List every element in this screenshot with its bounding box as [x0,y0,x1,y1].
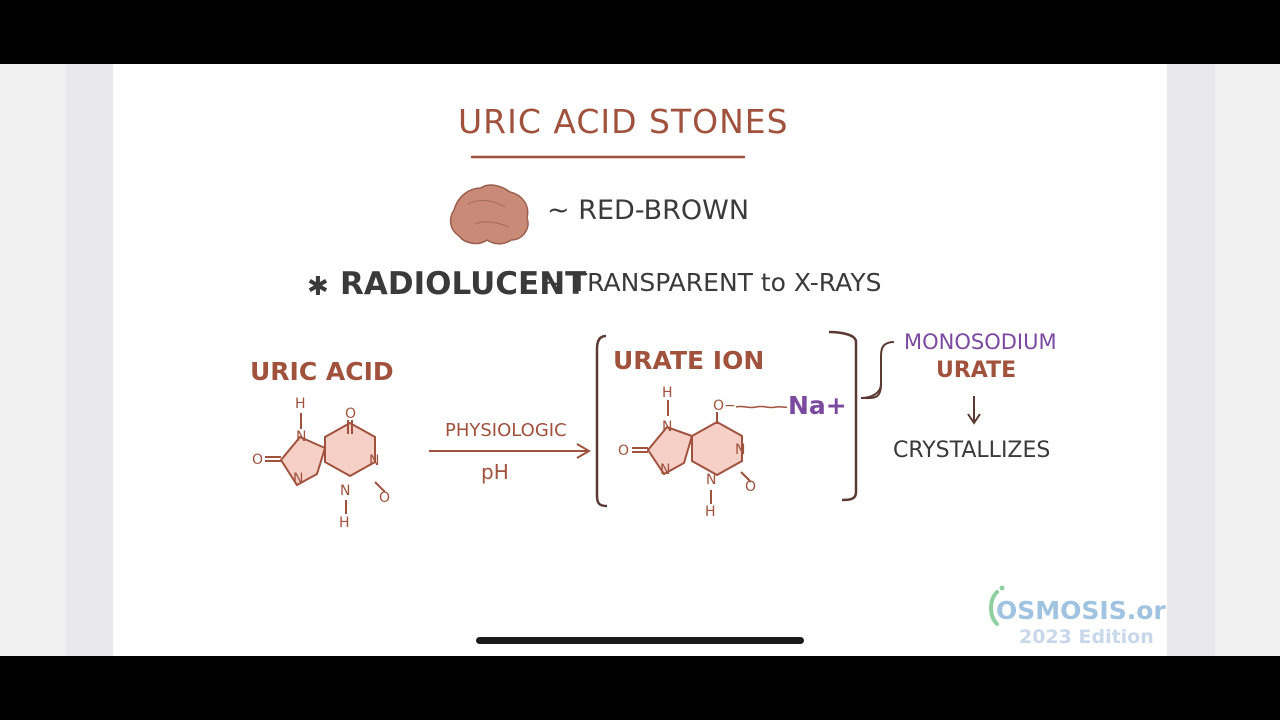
uric-acid-o-right: O [379,490,391,506]
uric-acid-o-top: O [345,406,357,422]
urate-n1: N [662,419,673,435]
stone-icon [449,184,529,245]
uric-acid-label: URIC ACID [250,357,394,386]
slide-title: URIC ACID STONES [458,102,789,141]
watermark-brand: OSMOSIS.org [996,596,1167,625]
urate-ion-label: URATE ION [613,346,765,375]
urate-o-left: O [618,443,630,459]
urate-o-right: O [745,479,757,495]
urate-label: URATE [936,358,1017,383]
slide: URIC ACID STONES ~ RED-BROWN ✱ RADIOLUCE… [113,64,1167,656]
uric-acid-n3: N [293,471,304,487]
monosodium-label: MONOSODIUM [904,330,1057,354]
urate-ion-molecule [632,400,788,504]
urate-n3: N [660,462,671,478]
home-indicator[interactable] [476,637,804,644]
uric-acid-n2: N [369,453,380,469]
urate-n4: N [706,472,717,488]
arrow-label-ph: pH [481,460,509,484]
down-arrow [967,396,981,425]
molecule-drawings [265,330,981,514]
watermark-edition: 2023 Edition [1019,626,1154,648]
stone-description: ~ RED-BROWN [547,195,750,226]
arrow-label-physiologic: PHYSIOLOGIC [445,420,567,441]
uric-acid-n1: N [296,429,307,445]
crystallizes-label: CRYSTALLIZES [893,438,1051,463]
osmosis-logo-icon [989,585,1005,626]
video-frame: URIC ACID STONES ~ RED-BROWN ✱ RADIOLUCE… [0,64,1280,656]
urate-o-minus: O− [713,398,736,414]
uric-acid-h-top: H [295,396,306,412]
radiolucent-description: ~ TRANSPARENT to X-RAYS [543,268,882,297]
right-margin [1167,64,1215,656]
radiolucent-term: RADIOLUCENT [340,266,587,302]
sodium-ion: Na+ [788,391,847,420]
uric-acid-molecule [265,413,386,514]
reaction-arrow [429,443,591,459]
uric-acid-n4: N [340,483,351,499]
uric-acid-h-bottom: H [339,515,350,531]
urate-h-top: H [662,385,673,401]
urate-n2: N [735,442,746,458]
title-underline [470,155,746,159]
uric-acid-o-left: O [252,452,264,468]
left-margin [66,64,113,656]
radiolucent-star: ✱ [307,272,329,302]
urate-h-bottom: H [705,504,716,520]
